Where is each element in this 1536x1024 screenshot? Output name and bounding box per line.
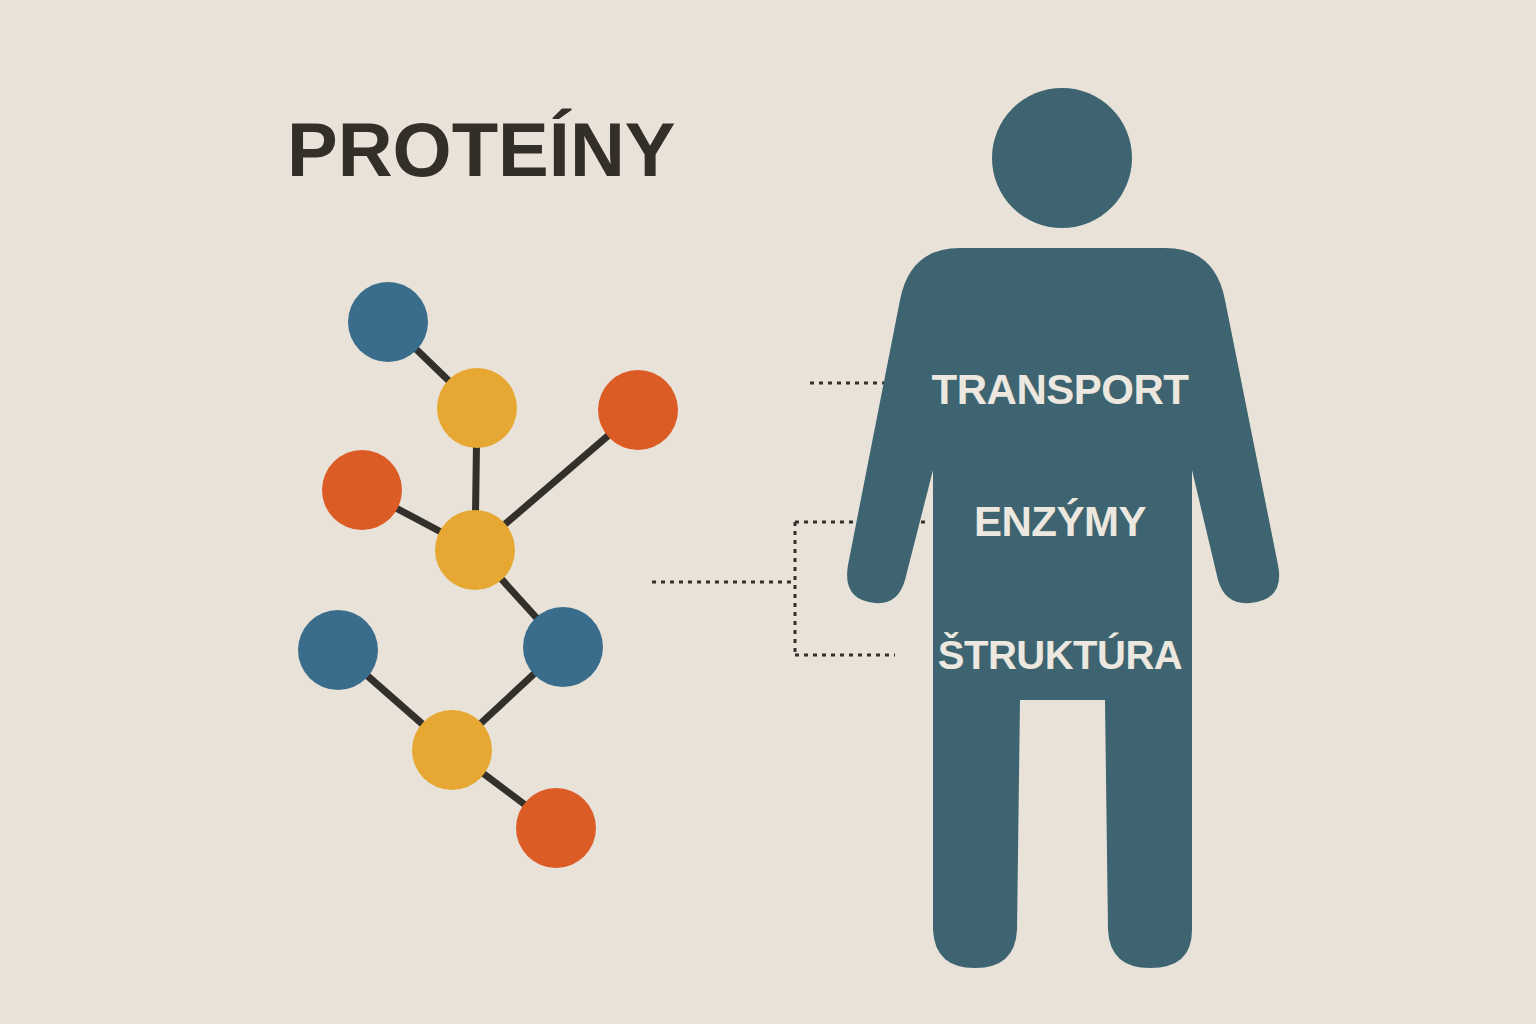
molecule-atoms: [298, 282, 678, 868]
molecule-bonds: [338, 322, 638, 828]
body-shape: [847, 248, 1279, 968]
leader-line: [652, 581, 795, 584]
diagram-title: PROTEÍNY: [287, 112, 676, 188]
leader-line: [810, 382, 888, 385]
function-label: TRANSPORT: [932, 369, 1189, 411]
function-label: ŠTRUKTÚRA: [938, 635, 1182, 675]
human-figure: TRANSPORT ENZÝMY ŠTRUKTÚRA: [840, 85, 1290, 975]
leader-line: [795, 654, 895, 657]
head-shape: [992, 88, 1132, 228]
leader-line: [794, 522, 797, 655]
function-label: ENZÝMY: [974, 501, 1146, 543]
